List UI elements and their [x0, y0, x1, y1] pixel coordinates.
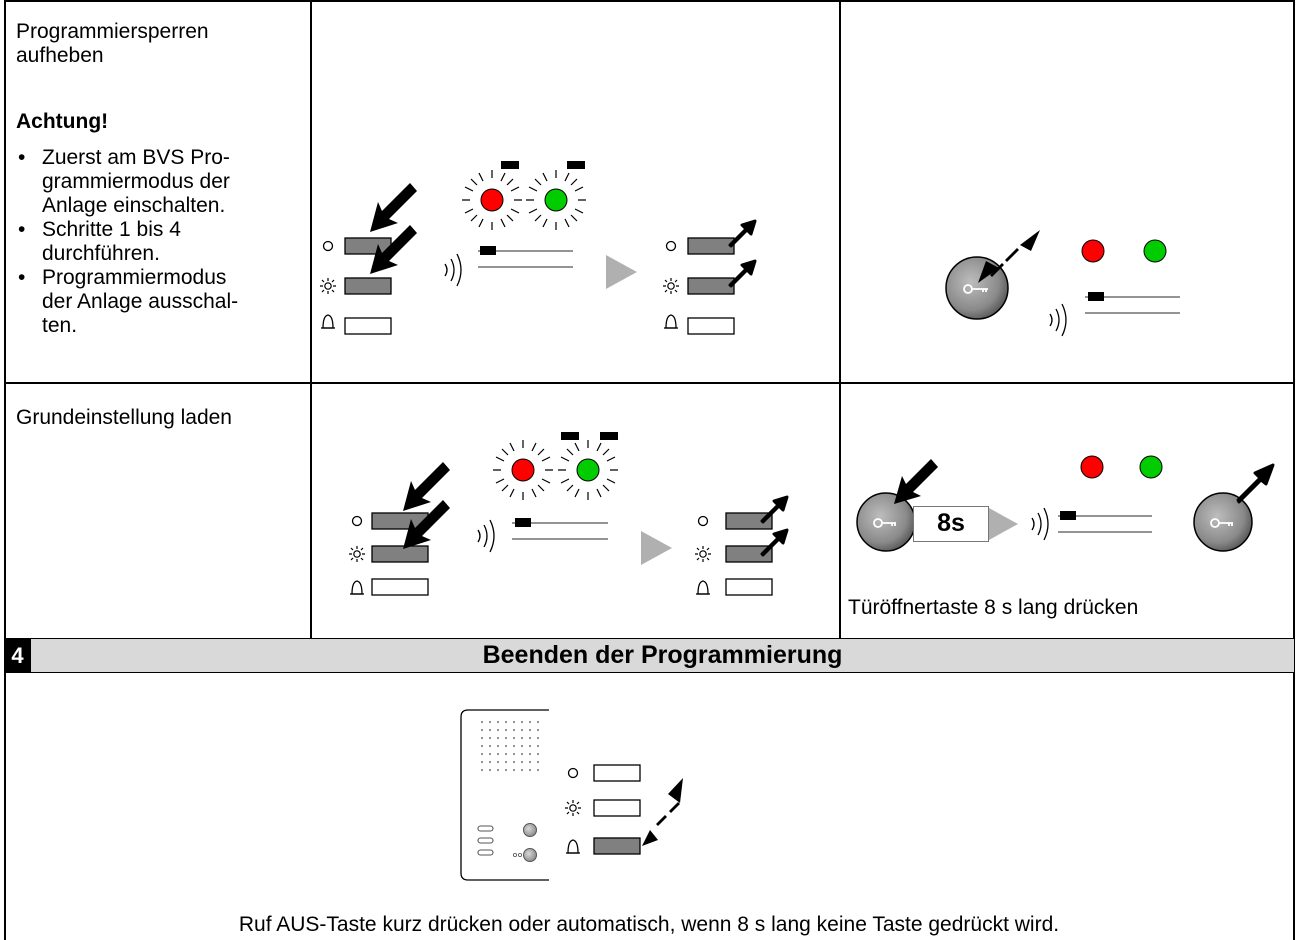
- bell-icon: [321, 314, 335, 329]
- arrow-release-icon: [728, 219, 757, 248]
- play-triangle-icon: [606, 255, 637, 289]
- instruction-text: Türöffnertaste 8 s lang drücken: [848, 596, 1139, 619]
- signal-waves-icon: [444, 253, 462, 287]
- column-divider: [310, 0, 312, 639]
- section-header: [4, 639, 1294, 672]
- led-green-icon: [558, 440, 618, 500]
- arrow-press-icon: [403, 462, 450, 511]
- signal-waves-icon: [477, 519, 495, 553]
- arrow-press-icon: [370, 183, 417, 232]
- arrow-press-release-icon: [978, 230, 1040, 283]
- status-dash: [600, 432, 618, 440]
- warning-heading: Achtung!: [16, 110, 109, 133]
- led-red-icon: [493, 440, 553, 500]
- intercom-device-icon: [460, 709, 549, 881]
- arrow-press-icon: [894, 459, 938, 504]
- column-divider: [839, 0, 841, 639]
- arrow-release-icon: [760, 495, 789, 524]
- key-button-icon: [1193, 492, 1253, 552]
- play-triangle-icon: [989, 508, 1018, 540]
- key-panel: [565, 764, 641, 855]
- sun-icon: [663, 278, 679, 294]
- section-caption: Ruf AUS-Taste kurz drücken oder automati…: [238, 913, 1060, 936]
- speaker-grille: [481, 721, 539, 771]
- led-green-icon: [526, 170, 586, 230]
- status-dash: [567, 161, 585, 169]
- ring-icon: [351, 515, 363, 527]
- bell-icon: [664, 314, 678, 329]
- play-triangle-icon: [641, 531, 672, 565]
- signal-bar: [512, 518, 608, 540]
- sun-icon: [320, 278, 336, 294]
- sun-icon: [695, 546, 711, 562]
- status-dash: [501, 161, 519, 169]
- key-button-icon: [856, 492, 916, 552]
- row-title-line: aufheben: [16, 44, 104, 67]
- arrow-press-release-icon: [642, 778, 683, 846]
- row-title: Grundeinstellung laden: [16, 406, 232, 429]
- ring-icon: [567, 767, 579, 779]
- arrow-release-icon: [760, 528, 789, 557]
- table-border-top: [4, 0, 1295, 2]
- row-title-line: Programmiersperren: [16, 20, 209, 43]
- signal-bar: [478, 246, 573, 268]
- signal-bar: [1085, 292, 1180, 314]
- arrow-release-icon: [728, 259, 757, 288]
- signal-waves-icon: [1031, 507, 1049, 541]
- row-divider: [4, 671, 1295, 673]
- bell-icon: [350, 580, 364, 595]
- signal-bar: [1058, 511, 1152, 533]
- ring-icon: [697, 515, 709, 527]
- arrow-press-icon: [403, 500, 450, 549]
- status-dash: [561, 432, 579, 440]
- ring-icon: [322, 240, 334, 252]
- led-red-icon: [1081, 239, 1105, 263]
- list-item: Schritte 1 bis 4 durchführen.: [16, 218, 238, 266]
- key-panel: [349, 512, 429, 596]
- bell-icon: [696, 580, 710, 595]
- led-green-icon: [1139, 455, 1163, 479]
- led-red-icon: [462, 170, 522, 230]
- led-green-icon: [1143, 239, 1167, 263]
- arrow-press-icon: [370, 225, 417, 274]
- sun-icon: [349, 546, 365, 562]
- signal-waves-icon: [1049, 303, 1067, 337]
- section-number: 4: [4, 639, 31, 672]
- table-border-right: [1293, 0, 1295, 940]
- key-panel: [695, 512, 773, 596]
- notes-list: Zuerst am BVS Pro- grammiermodus der Anl…: [16, 146, 238, 338]
- list-item: Programmiermodus der Anlage ausschal- te…: [16, 266, 238, 338]
- sun-icon: [565, 800, 581, 816]
- section-title: Beenden der Programmierung: [482, 641, 843, 669]
- table-border-left: [4, 0, 6, 940]
- row-divider: [4, 382, 1295, 384]
- key-panel: [663, 237, 735, 335]
- arrow-release-icon: [1236, 463, 1275, 504]
- status-slots: [477, 825, 494, 856]
- duration-badge: 8s: [913, 506, 989, 542]
- led-red-icon: [1080, 455, 1104, 479]
- bell-icon: [566, 839, 580, 854]
- list-item: Zuerst am BVS Pro- grammiermodus der Anl…: [16, 146, 238, 218]
- ring-icon: [665, 240, 677, 252]
